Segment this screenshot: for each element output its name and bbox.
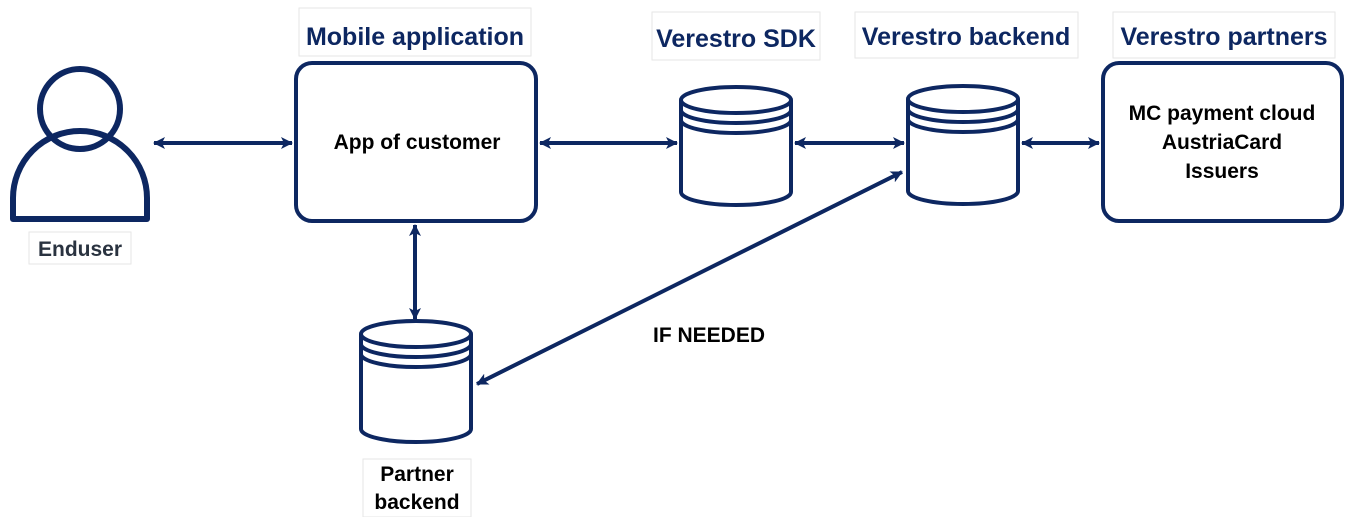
header-verestro-partners-text: Verestro partners [1120, 23, 1327, 51]
database-icon [359, 319, 473, 444]
enduser-label: Enduser [28, 231, 132, 265]
partners-line-3: Issuers [1185, 160, 1259, 183]
header-verestro-partners: Verestro partners [1112, 11, 1336, 59]
app-of-customer-box: App of customer [294, 61, 538, 223]
header-verestro-backend: Verestro backend [854, 11, 1079, 59]
verestro-partners-box: MC payment cloud AustriaCard Issuers [1101, 61, 1344, 223]
partner-backend-label: Partner backend [362, 458, 472, 517]
person-icon [10, 66, 150, 222]
arrow-partner-backend-verestro-backend [476, 170, 903, 386]
header-verestro-backend-text: Verestro backend [862, 23, 1070, 51]
header-mobile-application: Mobile application [298, 7, 532, 57]
header-verestro-sdk-text: Verestro SDK [656, 25, 816, 53]
if-needed-label: IF NEEDED [653, 324, 765, 347]
header-mobile-application-text: Mobile application [306, 23, 524, 51]
partners-line-1: MC payment cloud [1129, 102, 1316, 125]
enduser-label-text: Enduser [38, 238, 122, 261]
partners-line-2: AustriaCard [1162, 131, 1282, 154]
partner-backend-line-1: Partner [380, 463, 454, 486]
database-icon [679, 85, 793, 207]
header-verestro-sdk: Verestro SDK [651, 11, 821, 61]
partner-backend-line-2: backend [374, 491, 459, 514]
database-icon [906, 84, 1020, 206]
app-of-customer-label: App of customer [334, 131, 501, 154]
